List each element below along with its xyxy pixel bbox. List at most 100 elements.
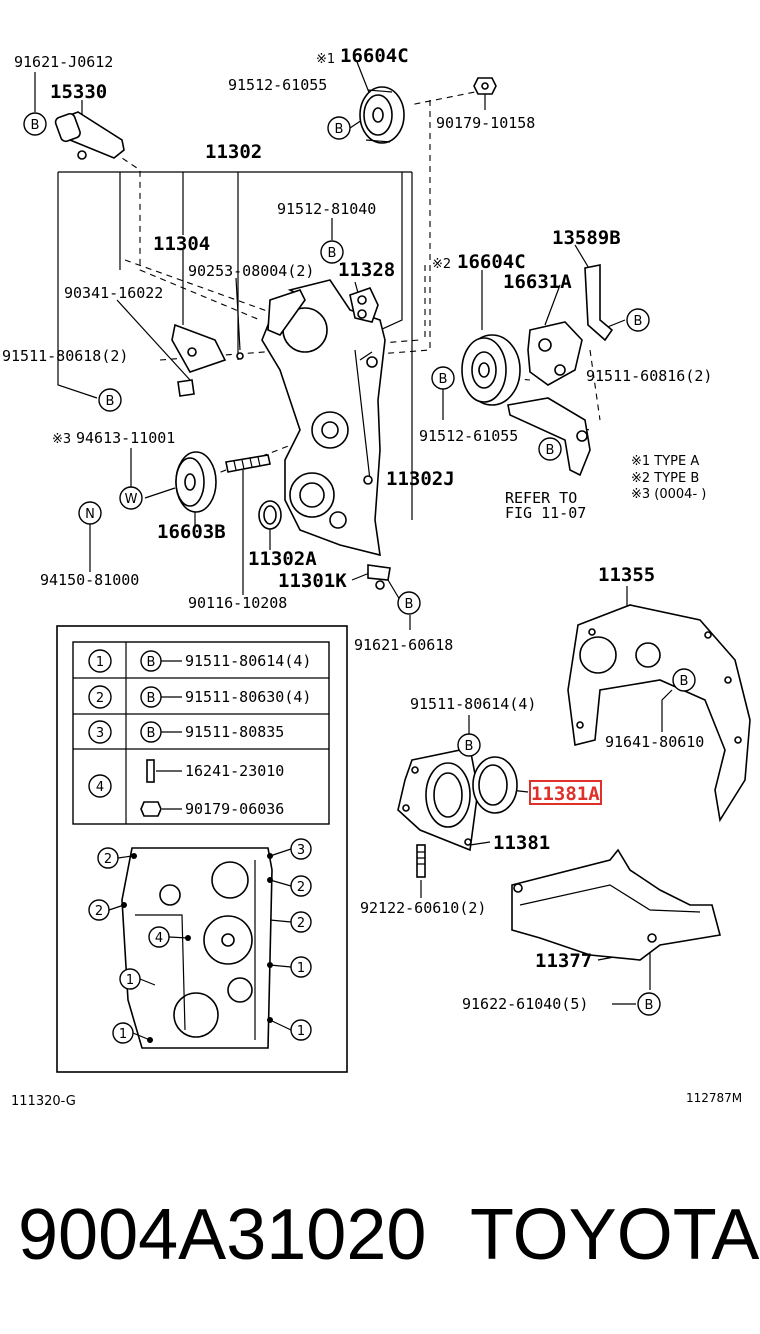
svg-text:4: 4 (155, 931, 163, 946)
label-15330: 15330 (50, 81, 107, 103)
bolt-callout: B (626, 308, 650, 332)
part-labels: 91621-J0612 15330 ※1 16604C 91512-61055 … (2, 45, 742, 1109)
end-plate-11355 (567, 604, 751, 823)
svg-text:2: 2 (297, 916, 305, 931)
label-11302A: 11302A (248, 548, 317, 570)
label-11304: 11304 (153, 233, 210, 255)
svg-text:B: B (147, 726, 156, 741)
bolt-callout: B (23, 112, 47, 136)
label-90179-10158: 90179-10158 (436, 114, 535, 132)
washer-callout: W (119, 486, 143, 510)
bolt-callout: B (431, 366, 455, 390)
svg-text:91511-80835: 91511-80835 (185, 723, 284, 741)
label-90116-10208: 90116-10208 (188, 594, 287, 612)
figure-code-right: 112787M (686, 1091, 742, 1105)
inset-block-outline (121, 847, 273, 1049)
label-91641-80610: 91641-80610 (605, 733, 704, 751)
seal-retainer-11381 (397, 747, 479, 852)
svg-text:B: B (147, 691, 156, 706)
svg-text:2: 2 (96, 691, 104, 706)
bracket-11304 (171, 323, 227, 373)
svg-text:B: B (335, 122, 344, 137)
label-91511-60816: 91511-60816(2) (586, 367, 712, 385)
note-range: ※3 (0004- ) (631, 487, 706, 502)
highlight-box (529, 780, 602, 805)
gasket-11328 (349, 287, 379, 323)
label-90253: 90253-08004(2) (188, 262, 314, 280)
figure-code-left: 111320-G (11, 1094, 76, 1109)
bolt-callout: B (672, 668, 696, 692)
nut-callout: N (78, 501, 102, 525)
label-91511-80618: 91511-80618(2) (2, 347, 128, 365)
table-row: 4 16241-23010 90179-06036 (88, 759, 284, 818)
svg-text:B: B (405, 597, 414, 612)
label-13589B: 13589B (552, 227, 621, 249)
label-91622-61040: 91622-61040(5) (462, 995, 588, 1013)
note-type-a: ※1 TYPE A (631, 454, 699, 469)
cover-11377 (511, 848, 721, 961)
note-3-mark: ※3 (52, 432, 71, 447)
svg-text:B: B (439, 372, 448, 387)
svg-text:2: 2 (95, 904, 103, 919)
svg-text:B: B (645, 998, 654, 1013)
label-91621-J0612: 91621-J0612 (14, 53, 113, 71)
timing-cover-11302 (261, 279, 386, 557)
svg-text:B: B (546, 443, 555, 458)
table-row: 2 B 91511-80630(4) (88, 685, 311, 709)
plug-90341 (177, 379, 195, 397)
footer-part-number: 9004A31020 (18, 1195, 427, 1275)
bolt-callout: B (457, 733, 481, 757)
bolt-callout: B (637, 992, 661, 1016)
svg-text:B: B (328, 246, 337, 261)
label-11302: 11302 (205, 141, 262, 163)
svg-text:B: B (465, 739, 474, 754)
label-16604C-mid: 16604C (457, 251, 526, 273)
label-94613-11001: 94613-11001 (76, 429, 175, 447)
svg-text:1: 1 (297, 961, 305, 976)
label-94150-81000: 94150-81000 (40, 571, 139, 589)
label-91621-60618: 91621-60618 (354, 636, 453, 654)
type-b-mark: ※2 (432, 257, 451, 272)
oil-seal-11381A (472, 756, 518, 814)
refer-text-2: FIG 11-07 (505, 504, 586, 522)
solenoid-15330 (54, 111, 125, 160)
parts-diagram: B B B B B B B W N B B B B 91621-J0612 15… (2, 45, 751, 1109)
bolt-callout: B (98, 388, 122, 412)
bracket-13589B (584, 264, 614, 342)
svg-text:91511-80614(4): 91511-80614(4) (185, 652, 311, 670)
svg-text:2: 2 (297, 880, 305, 895)
label-16603B: 16603B (157, 521, 226, 543)
washer-90253 (236, 352, 244, 360)
label-11302J: 11302J (386, 468, 455, 490)
svg-text:1: 1 (297, 1024, 305, 1039)
pulley-16603B (175, 451, 217, 513)
bolt-callout: B (327, 116, 351, 140)
svg-text:3: 3 (96, 726, 104, 741)
svg-text:B: B (106, 394, 115, 409)
footer-brand: TOYOTA (470, 1195, 760, 1275)
oil-seal-11302A (258, 500, 282, 530)
label-90341: 90341-16022 (64, 284, 163, 302)
svg-text:2: 2 (104, 852, 112, 867)
bolt-table-inset: 1 B 91511-80614(4) 2 B 91511-80630(4) 3 … (56, 625, 348, 1073)
label-91512-61055-top: 91512-61055 (228, 76, 327, 94)
bracket-16631A (527, 321, 583, 386)
label-11377: 11377 (535, 950, 592, 972)
label-91512-61055-mid: 91512-61055 (419, 427, 518, 445)
leader-lines (34, 61, 673, 1005)
bolt-callout: B (397, 591, 421, 615)
callouts: B B B B B B B W N B B B B (23, 112, 696, 1016)
label-16604C-top: 16604C (340, 45, 409, 67)
label-11328: 11328 (338, 259, 395, 281)
svg-text:B: B (680, 674, 689, 689)
label-11301K: 11301K (278, 570, 347, 592)
svg-text:N: N (85, 507, 95, 522)
label-11381A: 11381A (531, 783, 600, 805)
label-11381: 11381 (493, 832, 550, 854)
stud-90116 (225, 454, 271, 473)
svg-text:B: B (634, 314, 643, 329)
svg-text:90179-06036: 90179-06036 (185, 800, 284, 818)
idler-pulley-16604C-mid (461, 334, 521, 406)
label-91511-80614: 91511-80614(4) (410, 695, 536, 713)
svg-text:1: 1 (96, 655, 104, 670)
